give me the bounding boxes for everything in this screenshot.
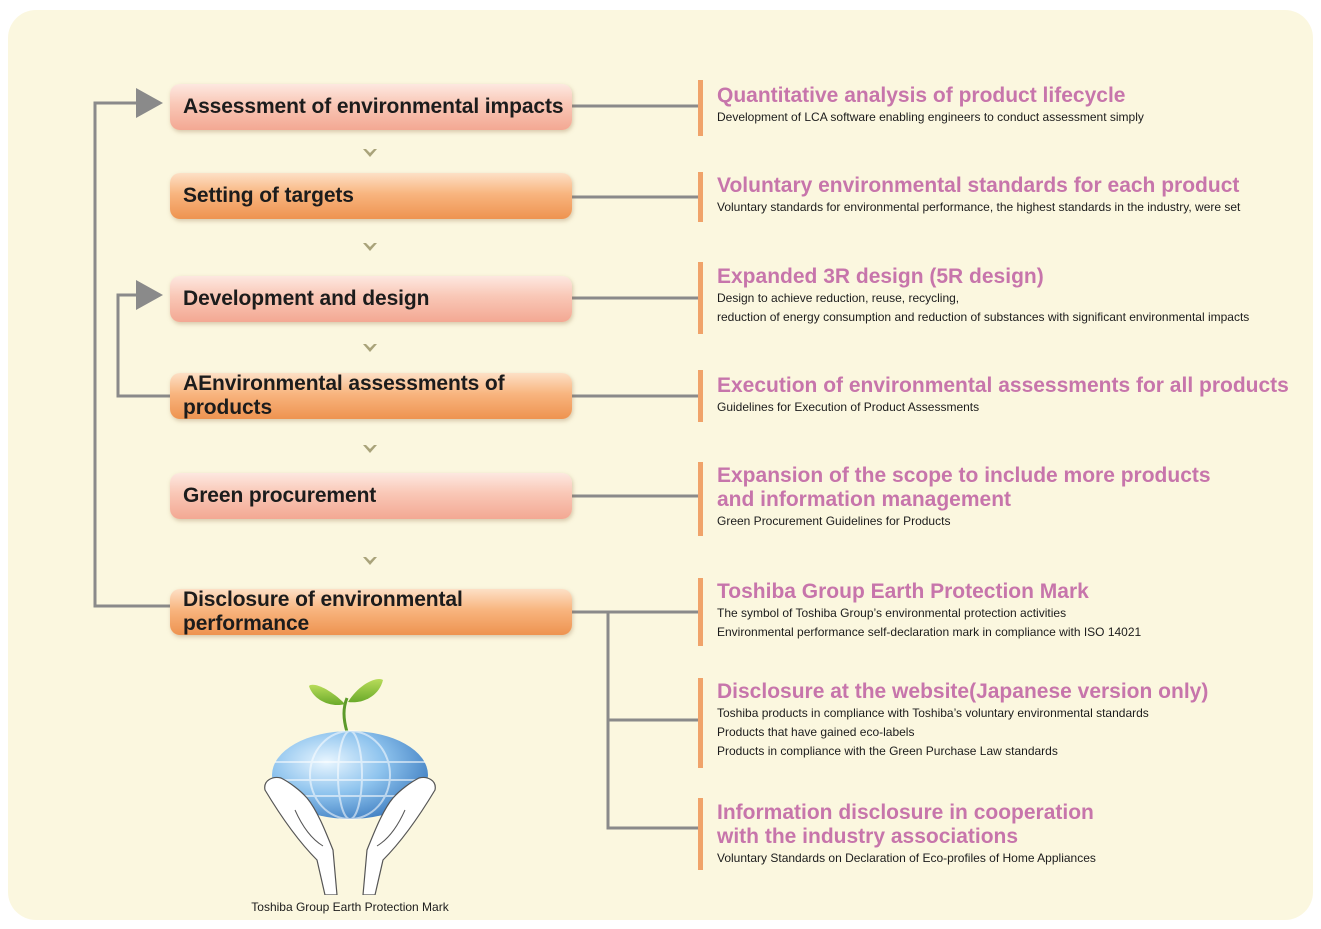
detail-line: The symbol of Toshiba Group’s environmen… [717, 606, 1067, 620]
detail-line: Design to achieve reduction, reuse, recy… [717, 291, 960, 305]
detail-title: Disclosure at the website(Japanese versi… [717, 680, 1209, 703]
detail-line: Guidelines for Execution of Product Asse… [717, 400, 980, 414]
chevron-down-icon [363, 557, 377, 565]
detail-line: Products in compliance with the Green Pu… [717, 744, 1058, 758]
detail-title: Information disclosure in cooperation wi… [717, 801, 1094, 848]
detail-title: Quantitative analysis of product lifecyc… [717, 84, 1126, 107]
detail-line: Development of LCA software enabling eng… [717, 110, 1144, 124]
detail-lca: Quantitative analysis of product lifecyc… [717, 84, 1307, 127]
chevron-down-icon [363, 149, 377, 157]
detail-title: Voluntary environmental standards for ea… [717, 174, 1240, 197]
chevron-down-icon [363, 445, 377, 453]
detail-procurement: Expansion of the scope to include more p… [717, 464, 1307, 531]
step-label: Green procurement [183, 484, 377, 507]
detail-earth-mark: Toshiba Group Earth Protection Mark The … [717, 580, 1307, 642]
earth-protection-mark-logo [264, 678, 436, 895]
detail-title: Expansion of the scope to include more p… [717, 464, 1211, 511]
disclosure-branch [606, 612, 700, 830]
step-label: Assessment of environmental impacts [183, 95, 564, 118]
detail-title: Execution of environmental assessments f… [717, 374, 1289, 397]
step-label: Disclosure of environmental performance [183, 588, 463, 635]
chevron-down-icon [363, 243, 377, 251]
detail-line: Environmental performance self-declarati… [717, 625, 1142, 639]
step-disclosure: Disclosure of environmental performance [170, 588, 572, 635]
step-green-procurement: Green procurement [170, 473, 572, 519]
logo-caption: Toshiba Group Earth Protection Mark [251, 900, 449, 914]
detail-title: Expanded 3R design (5R design) [717, 265, 1044, 288]
step-label: AEnvironmental assessments of products [183, 372, 505, 419]
detail-website: Disclosure at the website(Japanese versi… [717, 680, 1307, 761]
step-assessment: Assessment of environmental impacts [170, 84, 572, 130]
step-development: Development and design [170, 276, 572, 322]
detail-3r-design: Expanded 3R design (5R design) Design to… [717, 265, 1307, 327]
step-label: Development and design [183, 287, 430, 310]
step-product-assessments: AEnvironmental assessments of products [170, 372, 572, 419]
detail-line: Products that have gained eco-labels [717, 725, 915, 739]
detail-line: Voluntary Standards on Declaration of Ec… [717, 851, 1096, 865]
detail-industry: Information disclosure in cooperation wi… [717, 801, 1307, 868]
step-label: Setting of targets [183, 184, 354, 207]
detail-line: reduction of energy consumption and redu… [717, 310, 1250, 324]
step-targets: Setting of targets [170, 173, 572, 219]
detail-assessments: Execution of environmental assessments f… [717, 374, 1307, 417]
detail-voluntary-standards: Voluntary environmental standards for ea… [717, 174, 1307, 217]
diagram-panel [8, 10, 1313, 920]
detail-line: Toshiba products in compliance with Tosh… [717, 706, 1149, 720]
detail-line: Green Procurement Guidelines for Product… [717, 514, 951, 528]
feedback-loop-inner [116, 280, 170, 398]
detail-line: Voluntary standards for environmental pe… [717, 200, 1241, 214]
feedback-loop-outer [93, 88, 170, 608]
chevron-down-icon [363, 344, 377, 352]
detail-title: Toshiba Group Earth Protection Mark [717, 580, 1089, 603]
